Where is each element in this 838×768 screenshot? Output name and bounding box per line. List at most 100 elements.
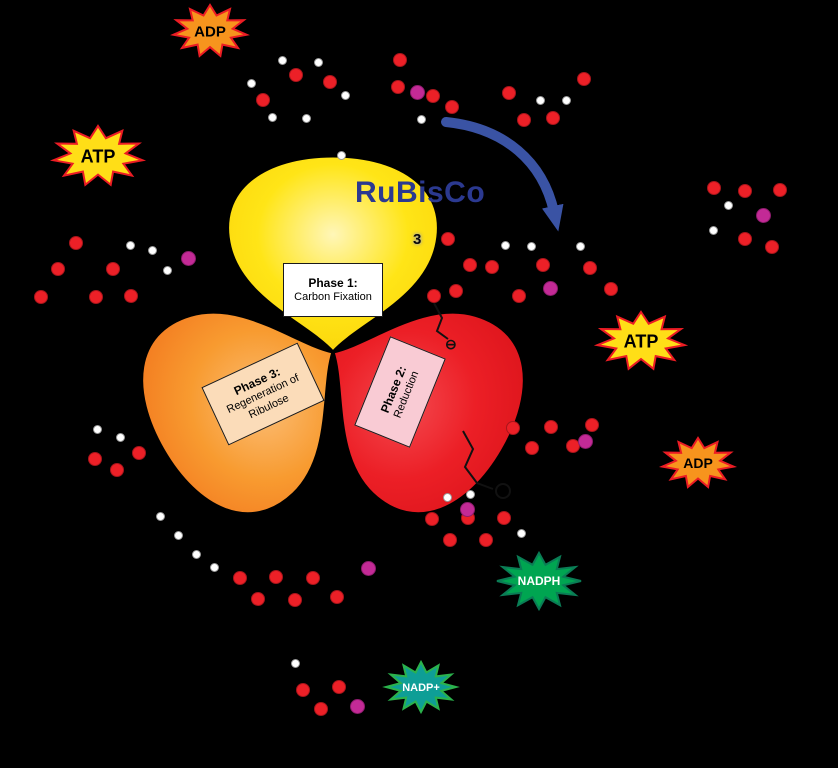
starburst-atp-right: ATP [593,310,689,371]
molecule-red-dot [289,68,303,82]
molecule-white-dot [442,492,452,502]
molecule-magenta-dot [542,280,558,296]
molecule-red-dot [269,570,283,584]
molecule-magenta-dot [360,560,376,576]
molecule-white-dot [267,112,277,122]
phase1-title: Phase 1: [308,275,358,290]
molecule-red-dot [738,232,752,246]
starburst-nadp-plus: NADP+ [382,659,460,715]
molecule-white-dot [209,562,219,572]
molecule-white-dot [575,241,585,251]
molecule-magenta-dot [755,207,771,223]
molecule-white-dot [340,90,350,100]
molecule-red-dot [445,100,459,114]
molecule-red-dot [773,183,787,197]
molecule-red-dot [707,181,721,195]
molecule-red-dot [577,72,591,86]
molecule-red-dot [765,240,779,254]
molecule-red-dot [34,290,48,304]
starburst-label: ADP [194,23,226,40]
molecule-red-dot [525,441,539,455]
molecule-white-dot [246,78,256,88]
molecule-white-dot [561,95,571,105]
molecule-red-dot [233,571,247,585]
phase1-lobe [226,154,440,355]
starburst-shape [49,124,147,187]
molecule-white-dot [155,511,165,521]
molecule-red-dot [314,702,328,716]
molecule-red-dot [88,452,102,466]
phase1-subtitle: Carbon Fixation [294,290,372,303]
molecule-red-dot [323,75,337,89]
molecule-white-dot [313,57,323,67]
starburst-label: ADP [683,455,713,471]
molecule-red-dot [585,418,599,432]
molecule-white-dot [115,432,125,442]
molecule-red-dot [738,184,752,198]
molecule-red-dot [443,533,457,547]
molecule-magenta-dot [180,250,196,266]
molecule-red-dot [132,446,146,460]
molecule-red-dot [306,571,320,585]
molecule-white-dot [465,489,475,499]
molecule-red-dot [479,533,493,547]
starburst-shape [382,659,460,715]
starburst-label: ATP [81,146,116,166]
molecule-white-dot [173,530,183,540]
starburst-adp-upper-left: ADP [170,3,250,58]
starburst-shape [496,550,582,612]
molecule-white-dot [147,245,157,255]
molecule-red-dot [426,89,440,103]
molecule-red-dot [463,258,477,272]
molecule-red-dot [89,290,103,304]
starburst-nadph: NADPH [496,550,582,612]
pga-count-text: 3 [413,231,422,248]
molecule-red-dot [69,236,83,250]
molecule-red-dot [391,80,405,94]
starburst-shape [593,310,689,371]
molecule-red-dot [583,261,597,275]
phase1-label-box: Phase 1: Carbon Fixation [283,263,383,317]
molecule-magenta-dot [577,433,593,449]
molecule-magenta-dot [349,698,365,714]
molecule-red-dot [497,511,511,525]
rubisco-label: RuBisCo [355,176,486,209]
molecule-red-dot [256,93,270,107]
molecule-red-dot [517,113,531,127]
molecule-white-dot [125,240,135,250]
molecule-red-dot [512,289,526,303]
molecule-white-dot [723,200,733,210]
molecule-white-dot [526,241,536,251]
starburst-shape [170,3,250,58]
molecule-red-dot [330,590,344,604]
starburst-adp-right: ADP [658,436,738,489]
starburst-label: NADPH [518,574,561,588]
molecule-white-dot [301,113,311,123]
molecule-magenta-dot [409,84,425,100]
molecule-red-dot [506,421,520,435]
molecule-white-dot [290,658,300,668]
molecule-red-dot [393,53,407,67]
molecule-red-dot [427,289,441,303]
starburst-shape [658,436,738,489]
molecule-white-dot [92,424,102,434]
molecule-white-dot [500,240,510,250]
molecule-red-dot [110,463,124,477]
molecule-red-dot [546,111,560,125]
molecule-red-dot [296,683,310,697]
molecule-white-dot [708,225,718,235]
molecule-white-dot [535,95,545,105]
molecule-red-dot [604,282,618,296]
molecule-structure-3pga [433,302,449,340]
molecule-red-dot [106,262,120,276]
starburst-label: NADP+ [402,682,440,694]
starburst-atp-left: ATP [49,124,147,187]
molecule-red-dot [441,232,455,246]
molecule-white-dot [191,549,201,559]
molecule-white-dot [277,55,287,65]
molecule-red-dot [485,260,499,274]
